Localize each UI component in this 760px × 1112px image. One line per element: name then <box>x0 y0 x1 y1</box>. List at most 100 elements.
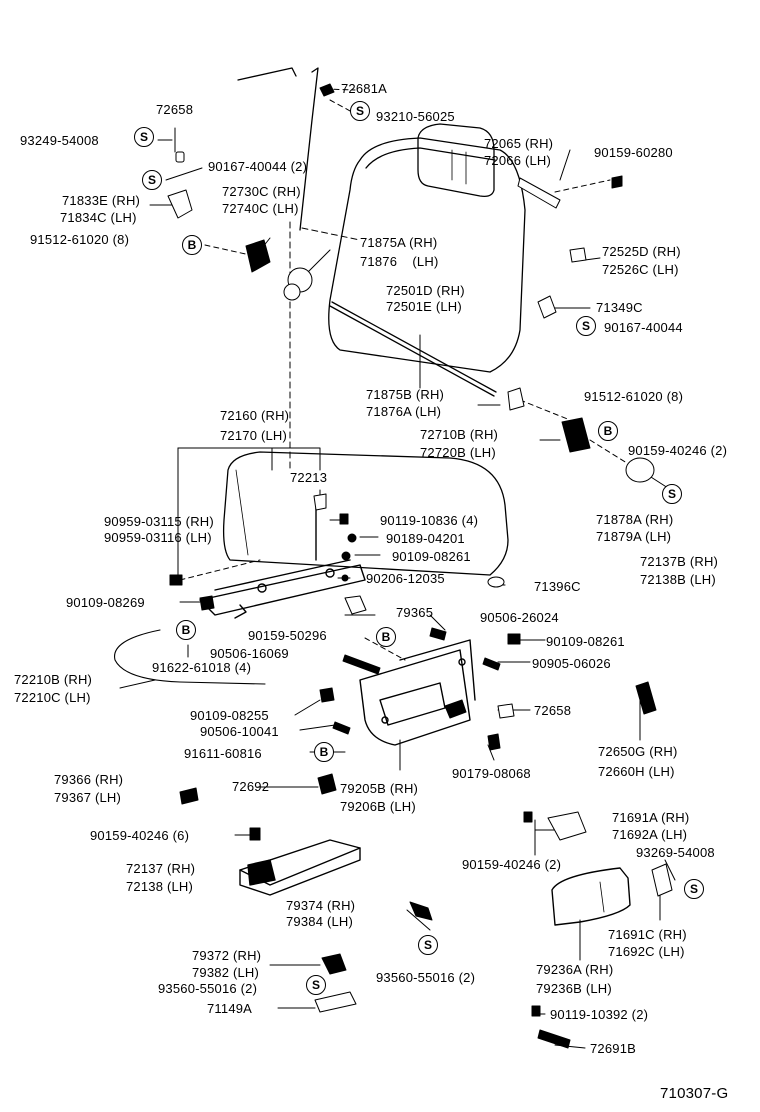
leader-lines <box>119 88 676 1049</box>
part-label: 79374 (RH) <box>286 898 356 913</box>
part-label: 93269-54008 <box>636 845 715 860</box>
part-label: 91611-60816 <box>184 746 262 761</box>
part-label: 90159-40246 (2) <box>628 443 728 458</box>
part-label: 90959-03115 (RH) <box>104 514 214 529</box>
b-badge: B <box>182 235 202 255</box>
part-label: 71834C (LH) <box>60 210 137 225</box>
part-label: 79365 <box>396 605 434 620</box>
part-label: 71349C <box>596 300 643 315</box>
part-label: 71149A <box>207 1001 253 1016</box>
part-label: 71692A (LH) <box>612 827 688 842</box>
part-label: 93560-55016 (2) <box>376 970 476 985</box>
part-label: 79367 (LH) <box>54 790 122 805</box>
part-label: 72138 (LH) <box>126 879 194 894</box>
part-label: 90109-08269 <box>66 595 145 610</box>
part-label: 72692 <box>232 779 270 794</box>
part-label: 90159-60280 <box>594 145 673 160</box>
small-parts <box>167 83 673 1049</box>
recliner-cover <box>359 639 476 746</box>
part-label: 72210C (LH) <box>14 690 91 705</box>
part-label: 71875B (RH) <box>366 387 445 402</box>
s-badge: S <box>350 101 370 121</box>
b-badge: B <box>376 627 396 647</box>
part-label: 72137 (RH) <box>126 861 196 876</box>
part-label: 72730C (RH) <box>222 184 301 199</box>
s-badge: S <box>684 879 704 899</box>
part-label: 72650G (RH) <box>598 744 678 759</box>
part-label: 79236A (RH) <box>536 962 614 977</box>
part-label: 90159-40246 (6) <box>90 828 190 843</box>
part-label: 79366 (RH) <box>54 772 124 787</box>
part-label: 71876 (LH) <box>360 254 439 269</box>
part-label: 90189-04201 <box>386 531 465 546</box>
part-label: 79382 (LH) <box>192 965 260 980</box>
s-badge: S <box>418 935 438 955</box>
part-label: 93210-56025 <box>376 109 455 124</box>
side-shield <box>239 839 361 896</box>
part-label: 72740C (LH) <box>222 201 299 216</box>
part-label: 72720B (LH) <box>420 445 496 460</box>
part-label: 71692C (LH) <box>608 944 685 959</box>
part-label: 90167-40044 (2) <box>208 159 308 174</box>
part-label: 72160 (RH) <box>220 408 290 423</box>
part-label: 72066 (LH) <box>484 153 552 168</box>
part-label: 79206B (LH) <box>340 799 416 814</box>
release-cable <box>114 629 266 685</box>
part-label: 79236B (LH) <box>536 981 612 996</box>
part-label: 71875A (RH) <box>360 235 438 250</box>
part-label: 71691C (RH) <box>608 927 687 942</box>
part-label: 90206-12035 <box>366 571 445 586</box>
b-badge: B <box>598 421 618 441</box>
part-label: 90109-08255 <box>190 708 269 723</box>
part-label: 72710B (RH) <box>420 427 499 442</box>
part-label: 72681A <box>341 81 388 96</box>
part-label: 72658 <box>534 703 572 718</box>
part-label: 90119-10392 (2) <box>550 1007 649 1022</box>
part-label: 71879A (LH) <box>596 529 672 544</box>
s-badge: S <box>142 170 162 190</box>
s-badge: S <box>306 975 326 995</box>
part-label: 72170 (LH) <box>220 428 288 443</box>
part-label: 90109-08261 <box>546 634 625 649</box>
part-label: 72660H (LH) <box>598 764 675 779</box>
part-label: 72526C (LH) <box>602 262 679 277</box>
part-label: 90109-08261 <box>392 549 471 564</box>
part-label: 79384 (LH) <box>286 914 354 929</box>
part-label: 90159-50296 <box>248 628 327 643</box>
part-label: 72501D (RH) <box>386 283 465 298</box>
part-label: 91512-61020 (8) <box>30 232 130 247</box>
b-badge: B <box>176 620 196 640</box>
seat-track <box>199 507 366 619</box>
recliner-rod <box>329 301 497 397</box>
s-badge: S <box>134 127 154 147</box>
s-badge: S <box>662 484 682 504</box>
part-label: 72691B <box>590 1041 637 1056</box>
part-label: 90159-40246 (2) <box>462 857 562 872</box>
part-label: 91622-61018 (4) <box>152 660 252 675</box>
part-label: 71833E (RH) <box>62 193 141 208</box>
part-label: 71691A (RH) <box>612 810 690 825</box>
seat-back-outline <box>237 67 526 373</box>
part-label: 72501E (LH) <box>386 299 462 314</box>
part-label: 90959-03116 (LH) <box>104 530 212 545</box>
part-label: 90167-40044 <box>604 320 683 335</box>
diagram-code: 710307-G <box>660 1085 729 1102</box>
b-badge: B <box>314 742 334 762</box>
part-label: 71876A (LH) <box>366 404 442 419</box>
part-label: 90905-06026 <box>532 656 611 671</box>
part-label: 72525D (RH) <box>602 244 681 259</box>
part-label: 72065 (RH) <box>484 136 554 151</box>
part-label: 93560-55016 (2) <box>158 981 258 996</box>
part-label: 93249-54008 <box>20 133 99 148</box>
part-label: 72210B (RH) <box>14 672 93 687</box>
part-label: 90506-16069 <box>210 646 289 661</box>
s-badge: S <box>576 316 596 336</box>
part-label: 90179-08068 <box>452 766 531 781</box>
part-label: 90506-10041 <box>200 724 279 739</box>
part-label: 90119-10836 (4) <box>380 513 479 528</box>
part-label: 72213 <box>290 470 328 485</box>
part-label: 72658 <box>156 102 194 117</box>
seat-cushion <box>222 451 509 576</box>
